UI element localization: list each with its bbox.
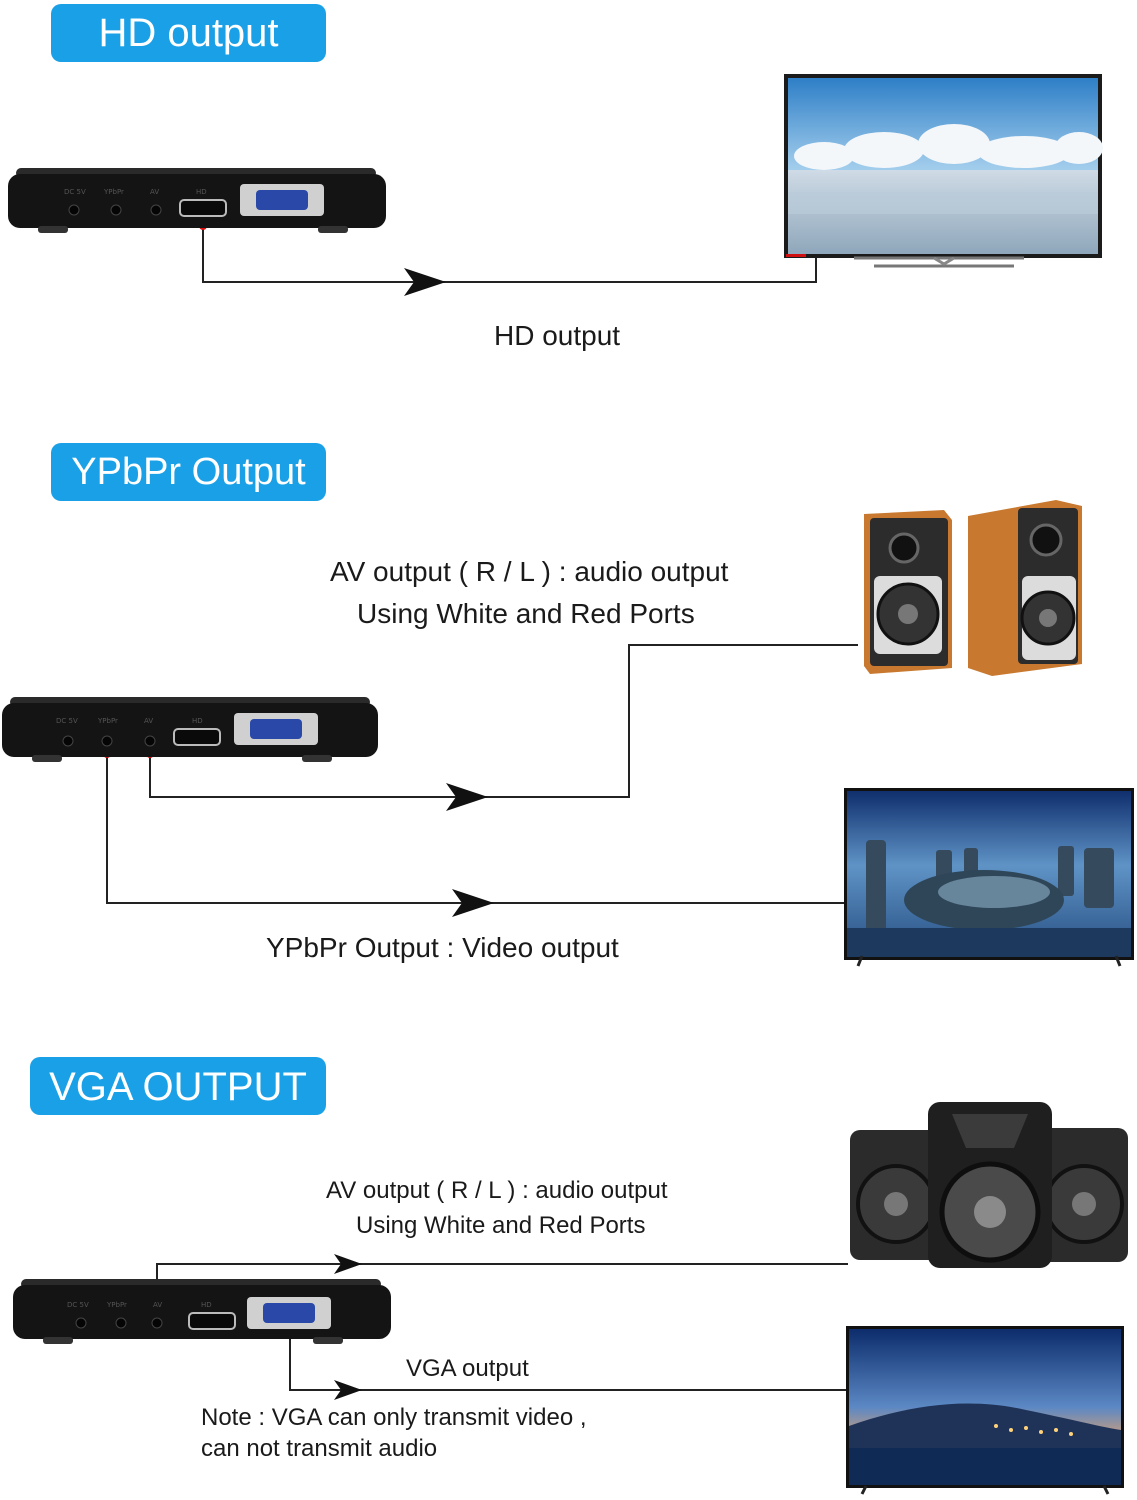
ypbpr-audio-caption-line1: AV output ( R / L ) : audio output: [330, 556, 729, 587]
svg-text:YPbPr: YPbPr: [97, 717, 118, 725]
vga-output-badge: VGA OUTPUT: [30, 1057, 326, 1115]
svg-text:DC 5V: DC 5V: [56, 717, 78, 725]
hd-output-caption: HD output: [494, 320, 621, 351]
tv-coastal-city-night: [846, 1326, 1124, 1495]
ypbpr-video-caption: YPbPr Output : Video output: [266, 932, 619, 963]
vga-audio-arrow-icon: [334, 1254, 362, 1274]
svg-text:HD: HD: [196, 188, 207, 196]
hd-output-title: HD output: [98, 11, 279, 55]
ypbpr-video-wire: [106, 754, 845, 904]
svg-text:AV: AV: [150, 188, 159, 196]
vga-audio-caption-line1: AV output ( R / L ) : audio output: [326, 1177, 668, 1204]
media-box-hd: DC 5V YPbPr AV HD: [8, 168, 386, 233]
svg-text:DC 5V: DC 5V: [64, 188, 86, 196]
vga-video-wire: [289, 1330, 848, 1391]
svg-text:HD: HD: [192, 717, 203, 725]
hd-arrow-icon: [404, 268, 446, 296]
hd-wire: [202, 226, 817, 283]
media-box-vga: DC 5V YPbPr AV HD: [13, 1279, 391, 1344]
ypbpr-audio-caption-line2: Using White and Red Ports: [357, 598, 695, 629]
tv-ocean-rocks: [844, 788, 1134, 967]
svg-text:YPbPr: YPbPr: [106, 1301, 127, 1309]
ypbpr-audio-arrow-icon: [446, 783, 488, 811]
vga-video-caption: VGA output: [406, 1355, 529, 1382]
svg-text:AV: AV: [144, 717, 153, 725]
vga-video-arrow-icon: [334, 1380, 362, 1400]
vga-note-line1: Note : VGA can only transmit video ,: [201, 1404, 587, 1431]
hd-output-badge: HD output: [51, 4, 326, 62]
vga-audio-caption-line2: Using White and Red Ports: [356, 1212, 646, 1239]
pa-speakers: [850, 1102, 1128, 1268]
tv-snow-landscape: [784, 74, 1103, 268]
ypbpr-output-badge: YPbPr Output: [51, 443, 326, 501]
ypbpr-audio-wire: [149, 644, 858, 798]
ypbpr-output-title: YPbPr Output: [71, 451, 306, 493]
svg-text:AV: AV: [153, 1301, 162, 1309]
vga-output-title: VGA OUTPUT: [49, 1065, 307, 1109]
vga-note-line2: can not transmit audio: [201, 1435, 438, 1462]
bookshelf-speakers: [864, 500, 1082, 676]
svg-text:HD: HD: [201, 1301, 212, 1309]
media-box-ypbpr: DC 5V YPbPr AV HD: [2, 697, 378, 762]
svg-text:DC 5V: DC 5V: [67, 1301, 89, 1309]
ypbpr-video-arrow-icon: [452, 889, 494, 917]
svg-text:YPbPr: YPbPr: [103, 188, 124, 196]
